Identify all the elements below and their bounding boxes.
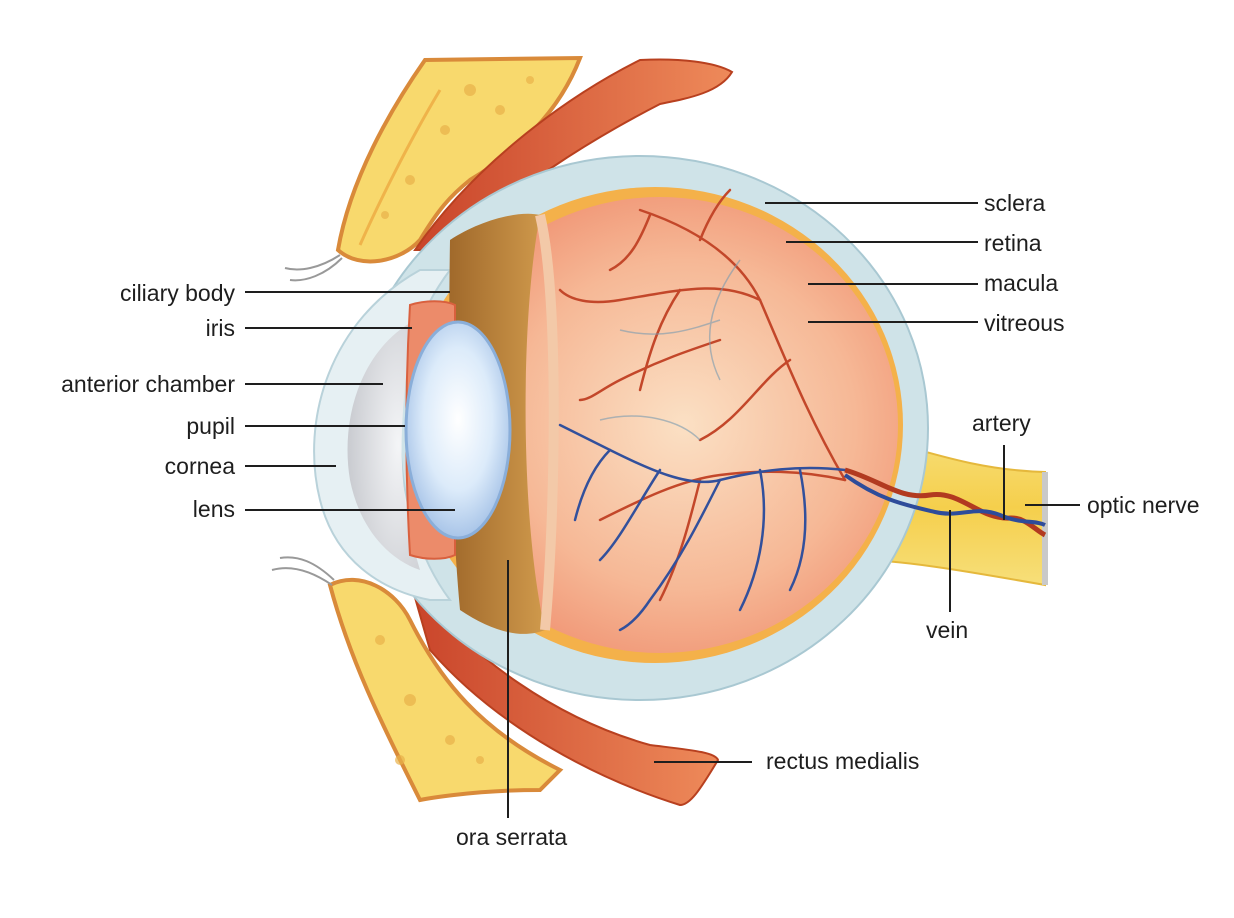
label-anterior-chamber: anterior chamber: [61, 371, 235, 397]
label-retina: retina: [984, 230, 1042, 256]
label-optic-nerve: optic nerve: [1087, 492, 1200, 518]
label-lens: lens: [192, 496, 235, 522]
retinal-arteries: [558, 188, 847, 602]
label-sclera: sclera: [984, 190, 1046, 216]
label-vitreous: vitreous: [984, 310, 1065, 336]
label-vein: vein: [926, 617, 969, 643]
label-macula: macula: [984, 270, 1059, 296]
anterior-chamber-shape: [347, 320, 420, 570]
rectus-medialis-muscle: [409, 579, 720, 807]
label-ciliary-body: ciliary body: [119, 280, 235, 306]
label-pupil: pupil: [186, 413, 235, 439]
label-rectus-medialis: rectus medialis: [766, 748, 920, 774]
retinal-veins: [558, 423, 847, 632]
leader-lines: [245, 202, 1080, 818]
upper-eyelashes: [284, 254, 343, 282]
label-iris: iris: [205, 315, 235, 341]
label-artery: artery: [972, 410, 1031, 436]
vitreous-shape: [422, 197, 898, 653]
label-cornea: cornea: [164, 453, 235, 479]
lens-shape: [404, 320, 512, 540]
label-ora-serrata: ora serrata: [456, 824, 568, 850]
lower-eyelid-bone: [327, 578, 564, 803]
central-vein: [843, 473, 1046, 527]
lower-eyelashes: [271, 556, 335, 586]
